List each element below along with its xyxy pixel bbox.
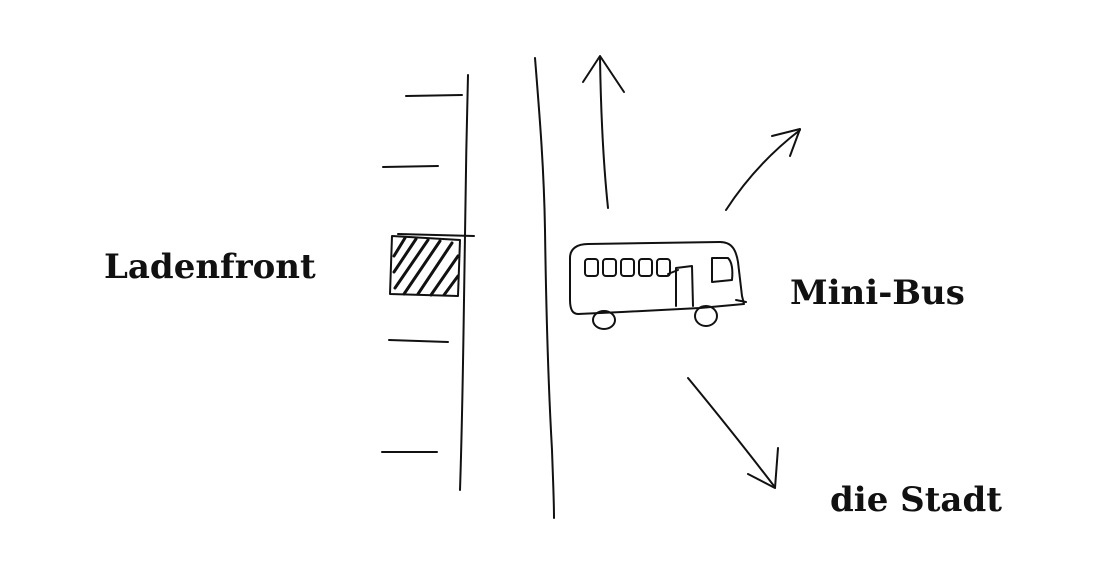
shop-block bbox=[390, 236, 460, 296]
storefront-ticks bbox=[382, 95, 474, 452]
street-right-curb bbox=[535, 58, 554, 518]
bus-body bbox=[570, 242, 744, 314]
storefront-tick bbox=[398, 234, 474, 236]
storefront-label: Ladenfront bbox=[104, 247, 316, 287]
bus-front-window bbox=[712, 258, 732, 282]
arrow-up-right-icon bbox=[726, 129, 800, 210]
city-label: die Stadt bbox=[830, 480, 1002, 520]
minibus-label: Mini-Bus bbox=[790, 273, 965, 313]
arrow-down-right-icon bbox=[688, 378, 778, 488]
bus-bumper bbox=[736, 300, 746, 302]
bus-icon bbox=[570, 242, 746, 329]
bus-windows bbox=[585, 258, 732, 282]
storefront-tick bbox=[389, 340, 448, 342]
bus-wheel-rear bbox=[593, 311, 615, 329]
bus-wheel-front bbox=[695, 306, 717, 326]
street-left-curb bbox=[460, 75, 468, 490]
arrow-up-icon bbox=[583, 56, 624, 208]
bus-door bbox=[676, 266, 693, 306]
shop-block-outline bbox=[390, 236, 460, 296]
shop-hatching bbox=[394, 238, 458, 295]
storefront-tick bbox=[383, 166, 438, 167]
bus-mirror bbox=[668, 270, 678, 274]
storefront-tick bbox=[406, 95, 462, 96]
